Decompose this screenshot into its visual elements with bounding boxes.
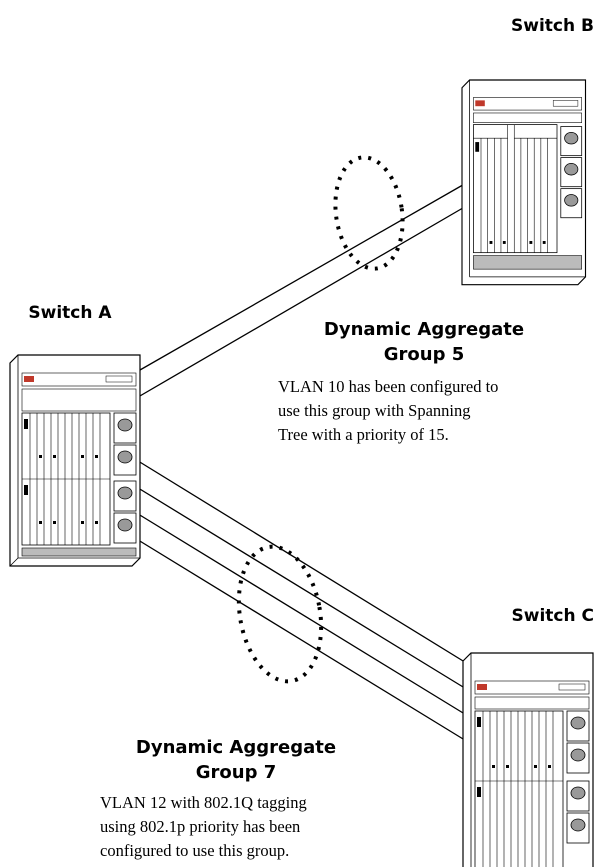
link-a-c-4 bbox=[129, 534, 469, 743]
group-7-title-line-1: Dynamic Aggregate bbox=[136, 737, 336, 758]
switch-b-chassis bbox=[461, 79, 587, 286]
link-a-c-2 bbox=[129, 482, 469, 691]
switch-b-label: Switch B bbox=[511, 16, 594, 36]
link-a-b-2 bbox=[132, 204, 469, 401]
group-5-desc-line-3: Tree with a priority of 15. bbox=[278, 425, 449, 444]
switch-a-label: Switch A bbox=[28, 303, 112, 323]
links-a-to-c bbox=[129, 455, 469, 743]
group-5-title-line-1: Dynamic Aggregate bbox=[324, 319, 524, 340]
switch-c-label: Switch C bbox=[512, 606, 594, 626]
links-a-to-b bbox=[132, 181, 469, 401]
link-a-b-1 bbox=[132, 181, 469, 375]
group-7-desc-line-2: using 802.1p priority has been bbox=[100, 817, 300, 836]
group-7-title-line-2: Group 7 bbox=[196, 762, 277, 783]
group-7-annotation: Dynamic Aggregate Group 7 VLAN 12 with 8… bbox=[100, 737, 336, 860]
group-5-desc-line-2: use this group with Spanning bbox=[278, 401, 471, 420]
group-7-desc-line-3: configured to use this group. bbox=[100, 841, 289, 860]
switch-a-chassis bbox=[9, 354, 141, 567]
group-5-ellipse bbox=[333, 155, 405, 271]
group-7-ellipse bbox=[236, 544, 324, 684]
group-7-desc-line-1: VLAN 12 with 802.1Q tagging bbox=[100, 793, 307, 812]
link-a-c-3 bbox=[129, 508, 469, 717]
group-5-desc-line-1: VLAN 10 has been configured to bbox=[278, 377, 498, 396]
group-5-title-line-2: Group 5 bbox=[384, 344, 465, 365]
group-5-annotation: Dynamic Aggregate Group 5 VLAN 10 has be… bbox=[278, 319, 524, 444]
switch-c-chassis bbox=[462, 652, 594, 867]
